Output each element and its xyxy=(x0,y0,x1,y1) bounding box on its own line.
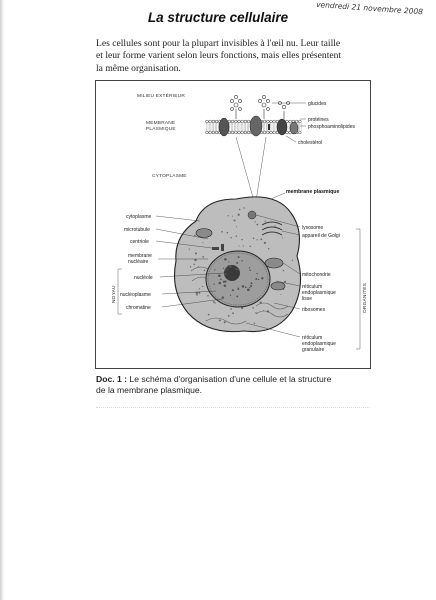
label-phospholipides: phosphoaminolipides xyxy=(308,124,355,130)
caption-text-1: Le schéma d'organisation d'une cellule e… xyxy=(127,374,332,384)
label-membrane-line1: MEMBRANE xyxy=(146,120,175,126)
label-centriole: centriole xyxy=(130,239,149,245)
label-reg-2: endoplasmique xyxy=(302,341,336,347)
caption-line-2: de la membrane plasmique. xyxy=(96,385,203,395)
cell-body xyxy=(173,196,302,333)
intro-line-2: et leur forme varient selon leurs foncti… xyxy=(96,50,342,62)
label-milieu-exterieur: MILIEU EXTÉRIEUR xyxy=(137,92,185,99)
label-membrane-nucleaire-1: membrane xyxy=(128,253,152,259)
figure-caption: Doc. 1 : Le schéma d'organisation d'une … xyxy=(96,374,376,396)
label-golgi: appareil de Golgi xyxy=(302,233,340,239)
label-noyau: NOYAU xyxy=(111,285,117,303)
label-reg-1: réticulum xyxy=(302,335,322,341)
label-lysosome: lysosome xyxy=(302,225,323,231)
intro-line-3: la même organisation. xyxy=(96,62,181,74)
membrane-bilayer xyxy=(205,95,302,137)
intro-paragraph: Les cellules sont pour la plupart invisi… xyxy=(96,38,368,75)
label-membrane-nucleaire-2: nucléaire xyxy=(128,259,149,265)
intro-line-1: Les cellules sont pour la plupart invisi… xyxy=(96,38,341,49)
faint-divider xyxy=(96,407,370,408)
label-cholesterol: cholestérol xyxy=(298,140,322,146)
label-microtubule: microtubule xyxy=(124,227,150,233)
label-cytoplasme-section: CYTOPLASME xyxy=(152,173,187,179)
label-organites: ORGANITES xyxy=(362,283,368,313)
label-nucleole: nucléole xyxy=(134,275,153,281)
label-cytoplasme: cytoplasme xyxy=(126,214,152,220)
label-rel-1: réticulum xyxy=(302,284,322,290)
label-ribosomes: ribosomes xyxy=(302,307,326,313)
label-reg-3: granulaire xyxy=(302,347,324,353)
caption-doc-number: Doc. 1 : xyxy=(96,374,128,384)
label-glucides: glucides xyxy=(308,101,327,107)
cell-diagram: MILIEU EXTÉRIEUR MEMBRANE PLASMIQUE xyxy=(111,92,368,353)
label-nucleoplasme: nucléoplasme xyxy=(120,292,151,298)
label-rel-2: endoplasmique xyxy=(302,290,336,296)
caption-line-1: Doc. 1 : Le schéma d'organisation d'une … xyxy=(96,374,376,385)
label-chromatine: chromatine xyxy=(126,305,151,311)
cell-diagram-figure: MILIEU EXTÉRIEUR MEMBRANE PLASMIQUE xyxy=(95,80,371,369)
page-edge xyxy=(0,0,4,600)
page-title: La structure cellulaire xyxy=(147,10,289,25)
label-membrane-plasmique: membrane plasmique xyxy=(286,189,339,195)
label-mitochondrie: mitochondrie xyxy=(302,272,331,278)
label-proteines: protéines xyxy=(308,117,329,123)
label-membrane-line2: PLASMIQUE xyxy=(146,126,176,132)
label-rel-3: lisse xyxy=(302,296,312,302)
